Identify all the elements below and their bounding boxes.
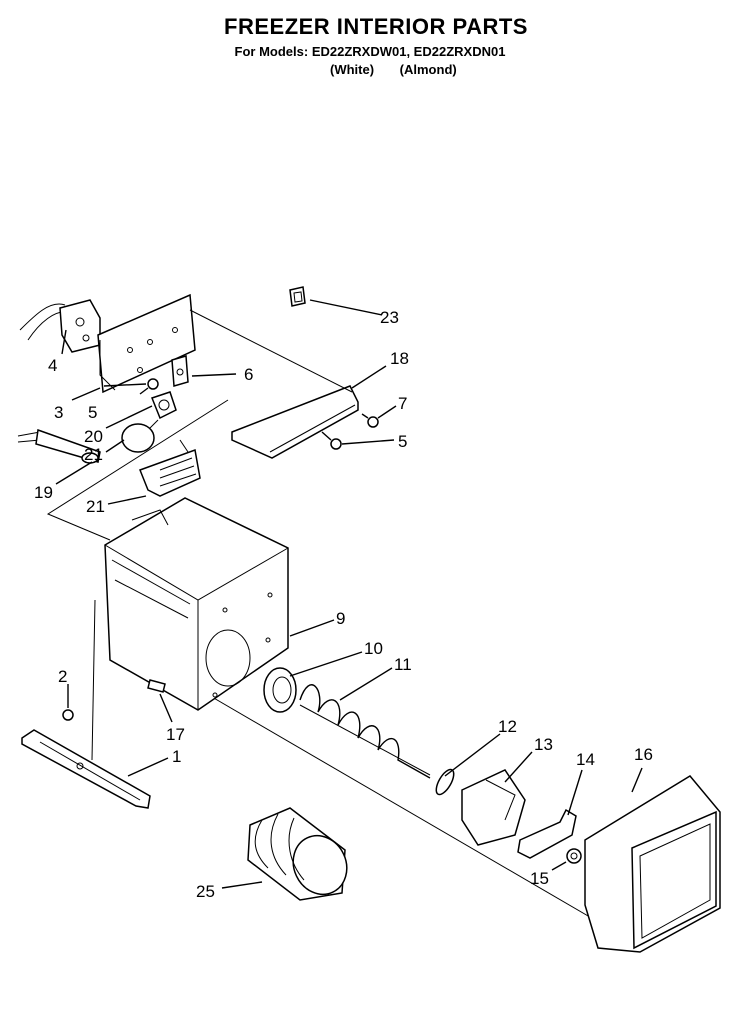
callout-12: 12 — [498, 717, 517, 736]
callout-23: 23 — [380, 308, 399, 327]
part-7-screw — [361, 413, 379, 428]
part-21-light-shield — [139, 439, 201, 497]
part-11-auger — [299, 684, 431, 779]
callout-16: 16 — [634, 745, 653, 764]
part-6-bracket — [171, 355, 189, 387]
variant-white: (White) — [330, 62, 375, 77]
part-10-bearing — [263, 667, 297, 713]
assembly-lines — [46, 309, 596, 921]
part-23-clip — [289, 286, 306, 307]
callout-21: 21 — [86, 497, 105, 516]
callout-7: 7 — [398, 394, 407, 413]
part-5-screw-right — [321, 431, 342, 450]
callout-10: 10 — [364, 639, 383, 658]
callout-9: 9 — [336, 609, 345, 628]
callout-1: 1 — [172, 747, 181, 766]
callout-8: 18 — [390, 349, 409, 368]
callout-17: 17 — [166, 725, 185, 744]
part-19-socket — [151, 391, 177, 420]
callout-11: 11 — [394, 655, 412, 674]
part-9-ice-bin-housing — [104, 497, 289, 711]
callout-18: 19 — [34, 483, 53, 502]
callout-5-right: 5 — [398, 432, 407, 451]
part-12-washer — [435, 768, 455, 796]
part-5-screw-left — [139, 378, 159, 395]
callout-15: 15 — [530, 869, 549, 888]
part-13-coupler — [461, 769, 526, 846]
callout-14: 14 — [576, 750, 595, 769]
part-15-nut — [566, 848, 582, 864]
callout-25: 25 — [196, 882, 215, 901]
part-18-wire-harness — [17, 428, 101, 464]
leader-lines — [55, 299, 643, 889]
callout-3: 3 — [54, 403, 63, 422]
color-variants: (White) (Almond) — [330, 62, 479, 77]
callout-13: 13 — [534, 735, 553, 754]
part-8-cover-panel — [231, 385, 359, 459]
callout-19: 20 — [84, 427, 103, 446]
callout-numbers: 23 18 6 7 5 4 3 5 20 21 19 21 9 10 11 12… — [34, 308, 653, 901]
part-17-screw — [147, 679, 166, 693]
part-25-auger-drum — [247, 807, 348, 901]
part-16-front-panel — [584, 775, 721, 953]
part-1-rail — [21, 729, 151, 809]
callout-5-left: 5 — [88, 403, 97, 422]
part-14-bracket — [517, 808, 577, 859]
callout-2: 2 — [58, 667, 67, 686]
callout-20: 21 — [84, 445, 103, 464]
variant-almond: (Almond) — [399, 62, 457, 77]
part-4-light-housing — [19, 299, 101, 353]
part-3-bracket-plate — [97, 293, 196, 394]
page-title: FREEZER INTERIOR PARTS — [224, 14, 528, 39]
callout-4: 4 — [48, 356, 57, 375]
callout-6: 6 — [244, 365, 253, 384]
part-2-screw — [62, 709, 74, 721]
model-list: For Models: ED22ZRXDW01, ED22ZRXDN01 — [234, 44, 506, 59]
part-20-bulb — [121, 419, 159, 453]
